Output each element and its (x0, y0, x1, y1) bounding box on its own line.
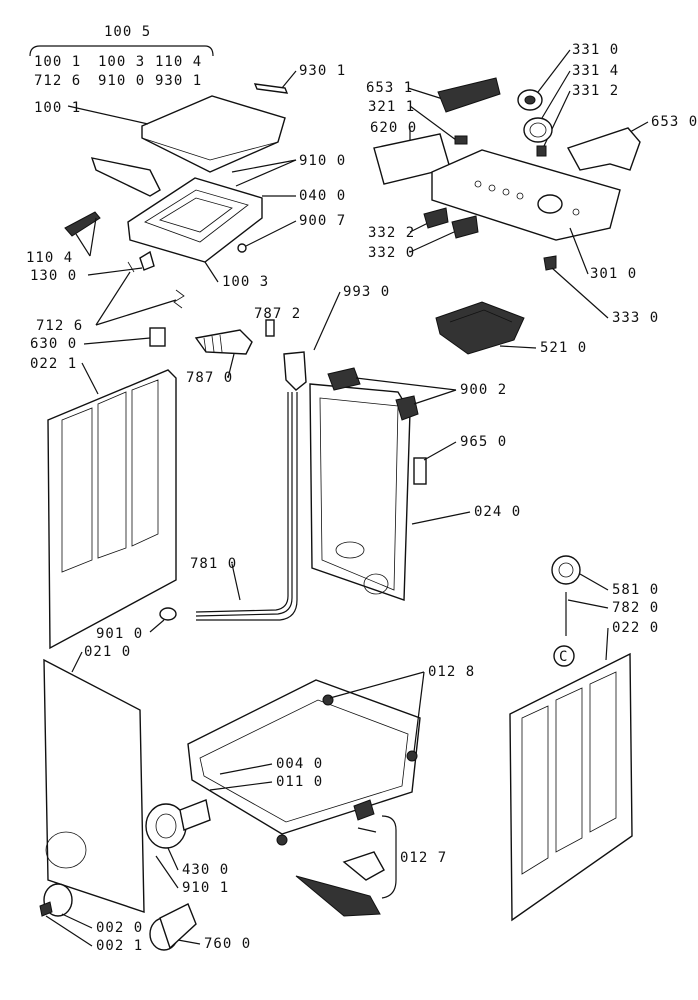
label-653-1: 653 1 (366, 80, 413, 96)
label-332-2: 332 2 (368, 225, 415, 241)
foot-part-012-7b (342, 851, 385, 881)
button-321-1 (454, 135, 468, 145)
label-301-0: 301 0 (590, 266, 637, 282)
label-100-1-header: 100 1 (34, 54, 81, 70)
bracket-653-1 (437, 77, 501, 113)
handle-bar (90, 157, 161, 197)
label-900-2: 900 2 (460, 382, 507, 398)
label-333-0: 333 0 (612, 310, 659, 326)
knob-331-0 (517, 89, 543, 111)
hose-787-0 (194, 329, 253, 355)
label-910-0-header: 910 0 (98, 73, 145, 89)
label-011-0: 011 0 (276, 774, 323, 790)
filter-760-0 (149, 903, 197, 951)
label-521-0: 521 0 (540, 340, 587, 356)
label-100-5: 100 5 (104, 24, 151, 40)
label-910-0: 910 0 (299, 153, 346, 169)
shaft-331-2 (536, 145, 547, 157)
base-frame (187, 679, 421, 846)
clip-787-2 (265, 319, 275, 337)
pump-430-0 (145, 799, 211, 849)
label-002-1: 002 1 (96, 938, 143, 954)
part-630-0 (149, 327, 166, 347)
switch-332-0 (451, 215, 479, 239)
label-004-0: 004 0 (276, 756, 323, 772)
drain-hose-781-0-fill (195, 392, 293, 617)
latch-130-0 (139, 250, 155, 271)
mounts-900-2 (327, 367, 419, 421)
bracket-653-0 (566, 127, 641, 171)
label-787-0: 787 0 (186, 370, 233, 386)
label-782-0: 782 0 (612, 600, 659, 616)
label-901-0: 901 0 (96, 626, 143, 642)
strip-930-1 (253, 83, 289, 94)
label-653-0: 653 0 (651, 114, 698, 130)
label-022-0: 022 0 (612, 620, 659, 636)
foot-pin-012-7 (357, 827, 377, 833)
label-024-0: 024 0 (474, 504, 521, 520)
label-760-0: 760 0 (204, 936, 251, 952)
spring-712-6 (173, 289, 185, 309)
label-787-2: 787 2 (254, 306, 301, 322)
label-581-0: 581 0 (612, 582, 659, 598)
label-910-1: 910 1 (182, 880, 229, 896)
label-012-7: 012 7 (400, 850, 447, 866)
label-332-0: 332 0 (368, 245, 415, 261)
elbow-993-0 (283, 351, 307, 391)
pin-712-6 (127, 261, 135, 273)
label-900-7: 900 7 (299, 213, 346, 229)
label-331-2: 331 2 (572, 83, 619, 99)
header-brace (29, 45, 214, 57)
label-002-0: 002 0 (96, 920, 143, 936)
sensor-333-0 (543, 255, 557, 271)
wheel-581-0 (551, 555, 581, 585)
label-130-0: 130 0 (30, 268, 77, 284)
label-331-4: 331 4 (572, 63, 619, 79)
disc-331-4 (523, 117, 553, 143)
clamp-901-0 (159, 607, 177, 621)
label-930-1: 930 1 (299, 63, 346, 79)
circle-c-marker (553, 645, 575, 667)
back-panel-024-0 (309, 383, 411, 601)
label-781-0: 781 0 (190, 556, 237, 572)
label-012-8: 012 8 (428, 664, 475, 680)
hinge-002-1 (39, 901, 53, 917)
label-930-1-header: 930 1 (155, 73, 202, 89)
label-110-4-header: 110 4 (155, 54, 202, 70)
label-712-6-header: 712 6 (34, 73, 81, 89)
label-321-1: 321 1 (368, 99, 415, 115)
hinge-110-4 (64, 211, 101, 237)
label-430-0: 430 0 (182, 862, 229, 878)
console-panel-301-0 (431, 149, 621, 241)
filter-965-0 (413, 457, 427, 485)
label-110-4: 110 4 (26, 250, 73, 266)
label-712-6: 712 6 (36, 318, 83, 334)
drain-hose-781-0 (195, 392, 289, 613)
switch-332-2 (423, 207, 449, 229)
label-100-1: 100 1 (34, 100, 81, 116)
side-panel-022-1 (47, 369, 177, 650)
label-331-0: 331 0 (572, 42, 619, 58)
top-frame-100-3 (127, 177, 263, 263)
lid-100-1 (141, 95, 286, 173)
label-620-0: 620 0 (370, 120, 417, 136)
foot-part-012-7a (353, 799, 375, 821)
label-965-0: 965 0 (460, 434, 507, 450)
foot-plate-012-7 (295, 875, 381, 917)
label-993-0: 993 0 (343, 284, 390, 300)
label-021-0: 021 0 (84, 644, 131, 660)
side-panel-022-0 (509, 652, 633, 922)
screw-900-7 (237, 243, 247, 253)
module-521-0 (435, 301, 525, 355)
label-022-1: 022 1 (30, 356, 77, 372)
brace-012-7 (381, 815, 397, 899)
label-040-0: 040 0 (299, 188, 346, 204)
label-c: C (559, 649, 568, 665)
label-100-3: 100 3 (222, 274, 269, 290)
label-630-0: 630 0 (30, 336, 77, 352)
label-100-3-header: 100 3 (98, 54, 145, 70)
front-panel-021-0 (43, 658, 145, 913)
